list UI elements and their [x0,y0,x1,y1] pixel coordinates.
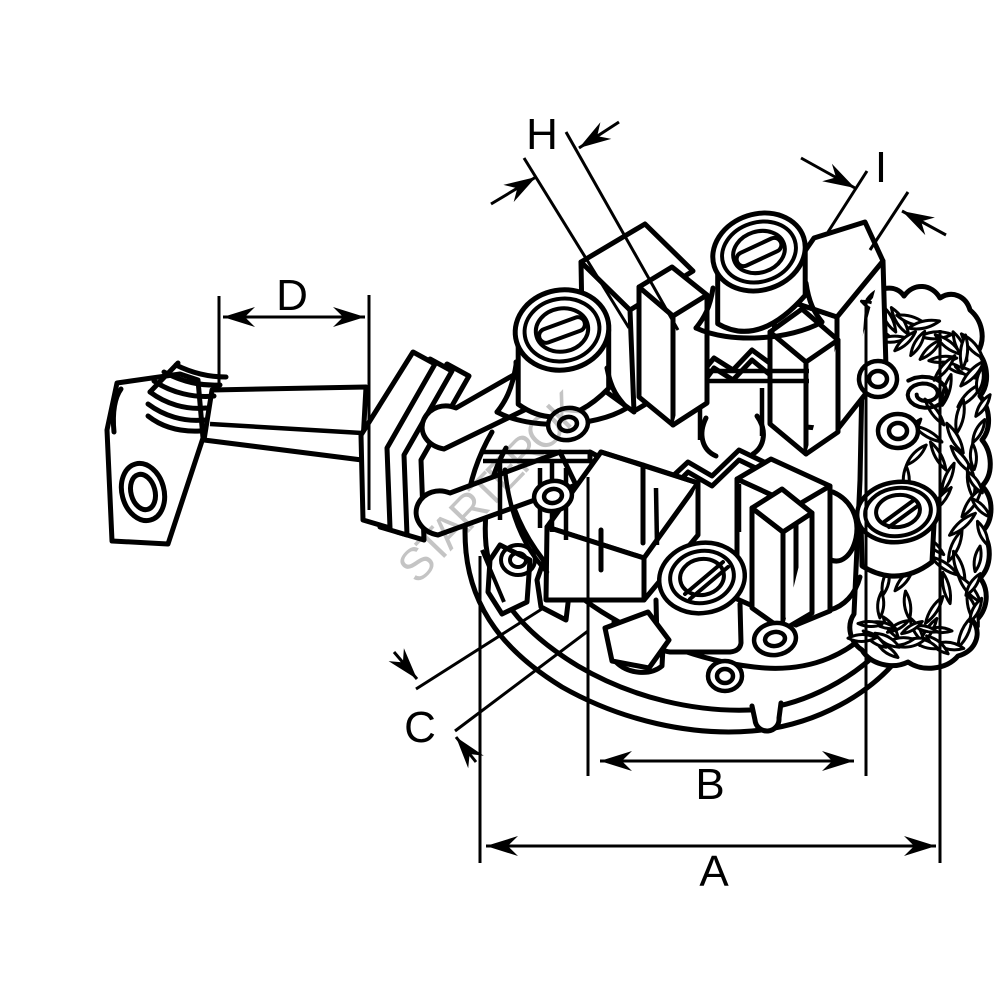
svg-text:D: D [276,271,308,320]
svg-text:H: H [526,110,558,159]
svg-text:C: C [404,703,436,752]
svg-text:I: I [875,143,887,192]
svg-text:A: A [699,847,729,896]
svg-text:B: B [695,760,724,809]
